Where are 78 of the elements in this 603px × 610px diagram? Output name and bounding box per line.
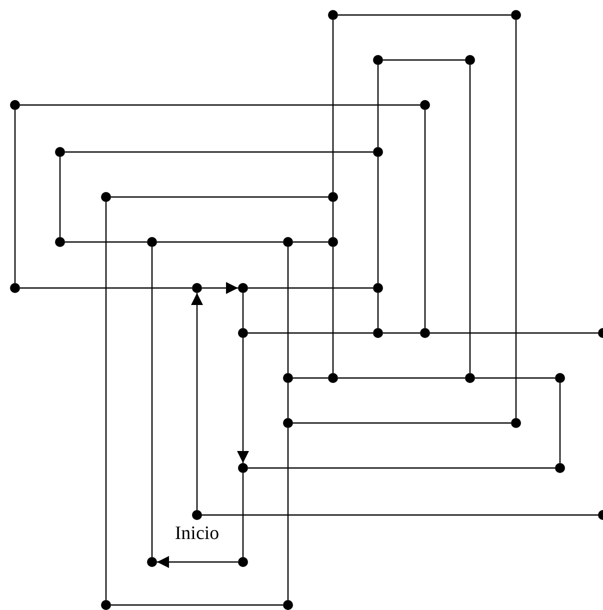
line	[559, 383, 561, 463]
junction-dot	[192, 510, 202, 520]
junction-dot	[373, 328, 383, 338]
junction-dot	[10, 283, 20, 293]
junction-dot	[55, 237, 65, 247]
junction-dot	[465, 373, 475, 383]
line	[287, 247, 289, 373]
line	[383, 332, 420, 334]
line	[59, 157, 61, 237]
line	[248, 287, 373, 289]
line	[14, 110, 16, 283]
junction-dot	[511, 418, 521, 428]
line	[293, 377, 328, 379]
junction-dot	[328, 373, 338, 383]
junction-dot	[283, 373, 293, 383]
start-label: Inicio	[174, 523, 220, 545]
line	[332, 20, 334, 192]
line	[424, 110, 426, 328]
arrow	[157, 556, 238, 568]
line	[332, 247, 334, 373]
line	[65, 241, 147, 243]
junction-dot	[373, 55, 383, 65]
line	[430, 332, 598, 334]
line	[338, 377, 465, 379]
arrow	[237, 338, 249, 463]
line	[157, 241, 283, 243]
arrow	[191, 293, 203, 510]
junction-dot	[55, 147, 65, 157]
line	[377, 65, 379, 147]
junction-dot	[283, 237, 293, 247]
line	[105, 202, 107, 600]
junction-dot	[328, 237, 338, 247]
junction-dot	[147, 557, 157, 567]
line	[248, 332, 373, 334]
line	[65, 151, 373, 153]
line	[515, 20, 517, 418]
line	[287, 383, 289, 418]
line	[202, 514, 598, 516]
line	[242, 293, 244, 328]
junction-dot	[328, 10, 338, 20]
junction-dot	[420, 100, 430, 110]
junction-dot	[373, 147, 383, 157]
junction-dot	[555, 373, 565, 383]
junction-dot	[283, 418, 293, 428]
line	[248, 467, 555, 469]
line	[469, 65, 471, 373]
line	[377, 293, 379, 328]
line	[383, 59, 465, 61]
junction-dot	[373, 283, 383, 293]
line	[293, 422, 511, 424]
junction-dot	[328, 192, 338, 202]
junction-dot	[238, 463, 248, 473]
junction-dot	[511, 10, 521, 20]
junction-dot	[101, 600, 111, 610]
line	[20, 287, 192, 289]
arrow	[202, 282, 238, 294]
line	[242, 473, 244, 557]
line	[111, 604, 283, 606]
line	[151, 247, 153, 557]
line	[293, 241, 328, 243]
junction-dot	[192, 283, 202, 293]
line	[332, 202, 334, 237]
junction-dot	[101, 192, 111, 202]
junction-dot	[10, 100, 20, 110]
line	[287, 428, 289, 600]
line	[20, 104, 420, 106]
junction-dot	[238, 328, 248, 338]
line	[338, 14, 511, 16]
junction-dot	[420, 328, 430, 338]
junction-dot	[238, 557, 248, 567]
line	[377, 157, 379, 283]
junction-dot	[555, 463, 565, 473]
junction-dot	[465, 55, 475, 65]
junction-dot	[147, 237, 157, 247]
junction-dot	[283, 600, 293, 610]
line	[475, 377, 555, 379]
line	[111, 196, 328, 198]
junction-dot	[238, 283, 248, 293]
